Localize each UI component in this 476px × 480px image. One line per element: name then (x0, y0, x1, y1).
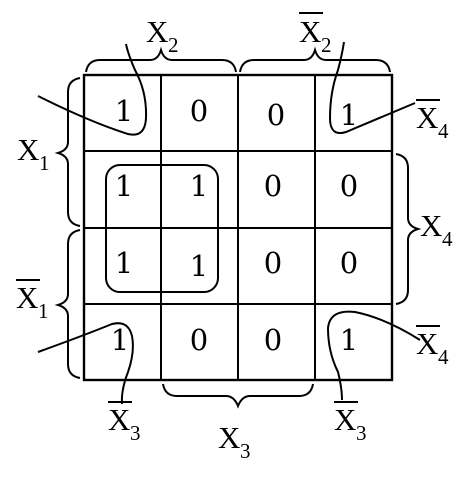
group-center-quad (105, 164, 219, 293)
cell-r2-c4: 0 (340, 169, 358, 203)
cell-r4-c2: 0 (190, 323, 208, 357)
label-right-x4: X 4 (420, 208, 453, 251)
cell-r3-c3: 0 (264, 246, 282, 280)
brace-bottom-middle (162, 383, 314, 409)
cell-r1-c4: 1 (340, 98, 358, 132)
svg-text:3: 3 (240, 439, 251, 463)
svg-text:X: X (416, 100, 438, 135)
label-bottom-x3: X 3 (218, 420, 251, 463)
label-left-x1: X 1 (17, 132, 50, 175)
cell-r3-c4: 0 (340, 246, 358, 280)
label-right-x4-bar-top: X 4 (416, 99, 449, 143)
label-left-x1-bar: X 1 (16, 279, 49, 323)
svg-text:X: X (334, 402, 356, 437)
group-corner-bottom-left (37, 322, 134, 405)
label-bottom-x3-bar-left: X 3 (108, 401, 141, 445)
cell-r1-c2: 0 (190, 94, 208, 128)
brace-left-bottom (54, 229, 81, 379)
svg-text:4: 4 (442, 227, 453, 251)
brace-top-left (85, 46, 237, 73)
kmap-labels: X 2 X 2 X 1 X 1 X 4 X 4 (16, 12, 453, 463)
svg-text:X: X (299, 14, 321, 49)
svg-text:X: X (17, 132, 39, 167)
svg-text:1: 1 (38, 299, 49, 323)
cell-r2-c1: 1 (115, 169, 133, 203)
brace-top-right (239, 46, 391, 73)
brace-left-top (54, 77, 81, 227)
cell-r4-c4: 1 (340, 323, 358, 357)
svg-text:X: X (416, 326, 438, 361)
label-top-x2: X 2 (146, 14, 179, 57)
kmap-groupings (37, 41, 421, 405)
cell-r1-c1: 1 (115, 94, 133, 128)
svg-text:X: X (218, 420, 240, 455)
cell-r1-c3: 0 (267, 98, 285, 132)
svg-text:4: 4 (438, 119, 449, 143)
group-corner-top-right (328, 41, 416, 134)
kmap-grid (82, 73, 394, 382)
label-right-x4-bar-bottom: X 4 (416, 325, 449, 369)
svg-text:X: X (16, 280, 38, 315)
cell-r3-c1: 1 (115, 246, 133, 280)
svg-text:3: 3 (356, 421, 367, 445)
cell-r2-c3: 0 (264, 169, 282, 203)
svg-text:1: 1 (39, 151, 50, 175)
cell-r4-c3: 0 (264, 323, 282, 357)
label-bottom-x3-bar-right: X 3 (334, 401, 367, 445)
cell-r4-c1: 1 (111, 323, 129, 357)
cell-r2-c2: 1 (190, 169, 208, 203)
group-corner-bottom-right (326, 310, 421, 401)
svg-text:3: 3 (130, 421, 141, 445)
svg-text:X: X (420, 208, 442, 243)
svg-text:2: 2 (321, 33, 332, 57)
label-top-x2-bar: X 2 (299, 12, 332, 57)
kmap-braces (54, 46, 422, 409)
svg-text:2: 2 (168, 33, 179, 57)
svg-text:4: 4 (438, 345, 449, 369)
svg-text:X: X (108, 402, 130, 437)
group-corner-top-left (37, 43, 148, 136)
svg-text:X: X (146, 14, 168, 49)
cell-r3-c2: 1 (190, 249, 208, 283)
brace-right-middle (395, 153, 422, 305)
kmap-cells: 1 0 0 1 1 1 0 0 1 1 0 0 1 0 0 1 (111, 94, 358, 357)
